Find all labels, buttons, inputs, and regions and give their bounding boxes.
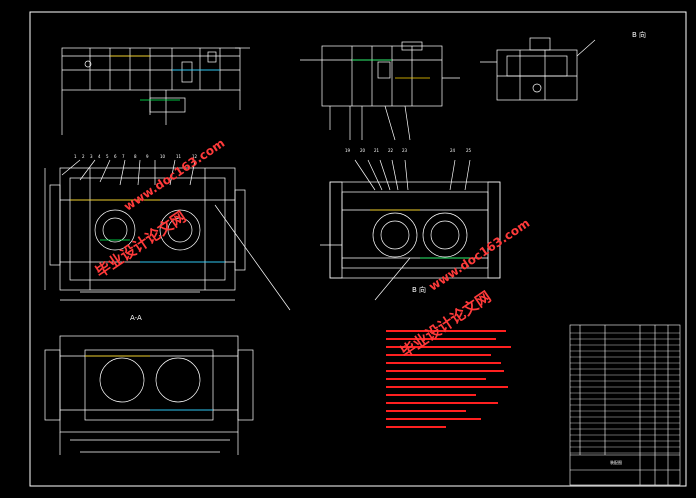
middle-left-view-accents [70, 199, 225, 263]
svg-text:12: 12 [192, 154, 198, 159]
svg-text:22: 22 [388, 148, 394, 153]
bottom-left-view-accents [85, 355, 213, 411]
svg-text:6: 6 [114, 154, 117, 159]
svg-text:毕业设计论文网: 毕业设计论文网 [92, 208, 189, 282]
svg-text:www.doc163.com: www.doc163.com [121, 136, 227, 214]
top-right-view [480, 37, 596, 101]
middle-right-view [320, 159, 501, 301]
title-block-label: 装配图 [610, 459, 622, 465]
svg-text:7: 7 [122, 154, 125, 159]
part-numbers-right: 19 20 21 22 23 24 25 [345, 148, 472, 153]
svg-text:23: 23 [402, 148, 408, 153]
svg-text:21: 21 [374, 148, 380, 153]
svg-text:25: 25 [466, 148, 472, 153]
svg-text:3: 3 [90, 154, 93, 159]
svg-text:1: 1 [74, 154, 77, 159]
svg-text:8: 8 [134, 154, 137, 159]
svg-text:11: 11 [176, 154, 182, 159]
svg-text:9: 9 [146, 154, 149, 159]
svg-text:2: 2 [82, 154, 85, 159]
view-label-b: B 向 [412, 285, 426, 294]
top-left-view-accents [110, 55, 220, 101]
top-center-view [300, 41, 460, 141]
corner-view-label: B 向 [632, 30, 646, 39]
svg-text:19: 19 [345, 148, 351, 153]
svg-text:5: 5 [106, 154, 109, 159]
svg-text:20: 20 [360, 148, 366, 153]
svg-text:毕业设计论文网: 毕业设计论文网 [397, 288, 494, 362]
bottom-left-view [44, 335, 254, 455]
bom-rows [570, 332, 680, 454]
svg-text:www.doc163.com: www.doc163.com [426, 216, 532, 294]
drawing-border [29, 11, 687, 487]
top-left-view [61, 47, 250, 135]
technical-notes [386, 330, 511, 428]
svg-text:10: 10 [160, 154, 166, 159]
middle-right-view-accents [370, 209, 470, 259]
top-center-view-accents [352, 59, 430, 79]
svg-text:4: 4 [98, 154, 101, 159]
svg-text:24: 24 [450, 148, 456, 153]
section-label-a-a: A-A [130, 314, 142, 322]
